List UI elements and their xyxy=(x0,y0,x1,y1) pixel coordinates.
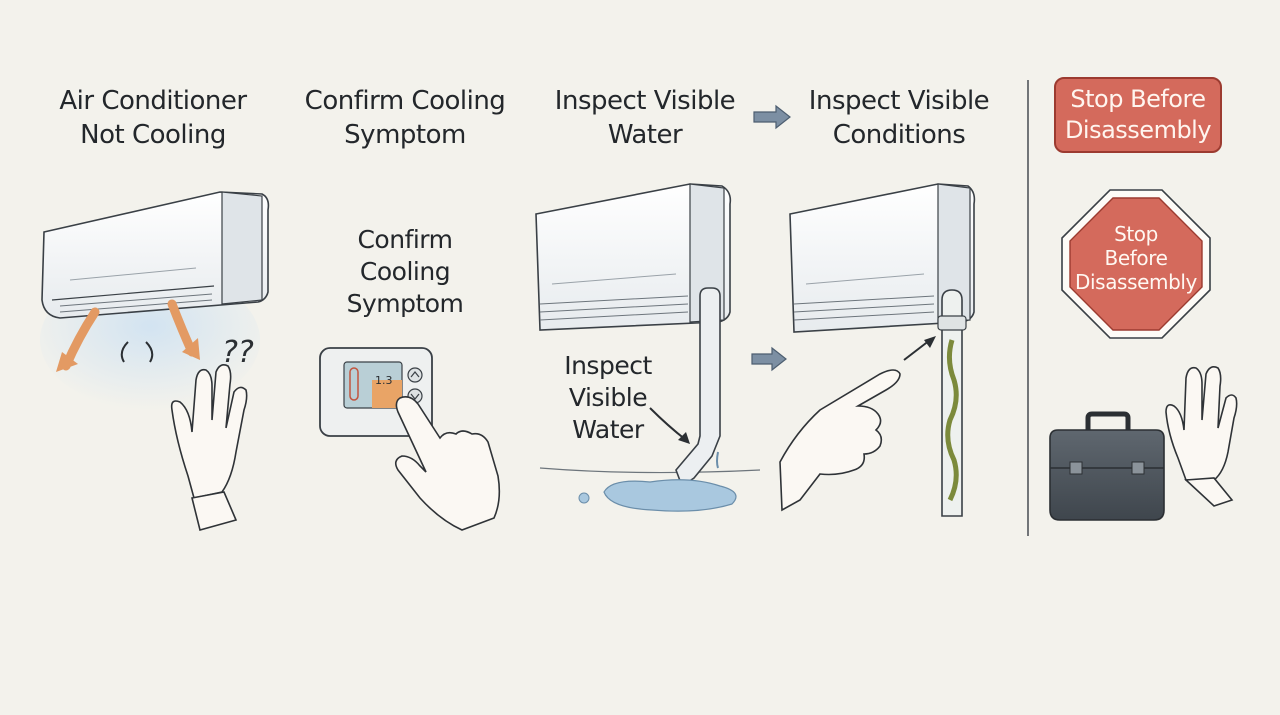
stop-sign-icon xyxy=(1061,189,1211,339)
toolbox-icon xyxy=(1049,411,1165,521)
raised-hand-icon xyxy=(1165,366,1238,507)
panel-5-stop xyxy=(1049,189,1238,521)
stop-sign-label: Stop Before Disassembly xyxy=(1075,222,1197,294)
panel-2-thermostat: 1.3 xyxy=(319,347,501,531)
panel-1-ac-unit: ?? xyxy=(40,191,270,531)
confusion-marks: ?? xyxy=(222,335,254,370)
air-conditioner-icon xyxy=(535,183,732,331)
step-3-callout: Inspect Visible Water xyxy=(564,351,652,444)
pointing-hand-icon xyxy=(394,396,501,531)
step-3-heading: Inspect Visible Water xyxy=(554,86,736,150)
step-2-heading: Confirm Cooling Symptom xyxy=(304,86,506,150)
thermostat-reading: 1.3 xyxy=(375,374,393,387)
step-4-heading: Inspect Visible Conditions xyxy=(808,86,990,150)
stop-badge: Stop Before Disassembly xyxy=(1054,77,1222,153)
drain-pipe-icon xyxy=(675,287,721,488)
pointing-hand-icon xyxy=(779,369,901,512)
flow-arrows xyxy=(751,104,791,372)
drain-pipe-icon xyxy=(937,289,967,517)
step-1-heading: Air Conditioner Not Cooling xyxy=(59,86,247,150)
panel-3-water xyxy=(535,183,761,512)
panel-4-conditions xyxy=(779,183,976,517)
air-conditioner-icon xyxy=(789,183,976,333)
raised-hand-icon xyxy=(170,364,248,531)
air-conditioner-icon xyxy=(41,191,270,319)
water-puddle-icon xyxy=(578,451,737,512)
step-2-callout: Confirm Cooling Symptom xyxy=(346,225,464,318)
